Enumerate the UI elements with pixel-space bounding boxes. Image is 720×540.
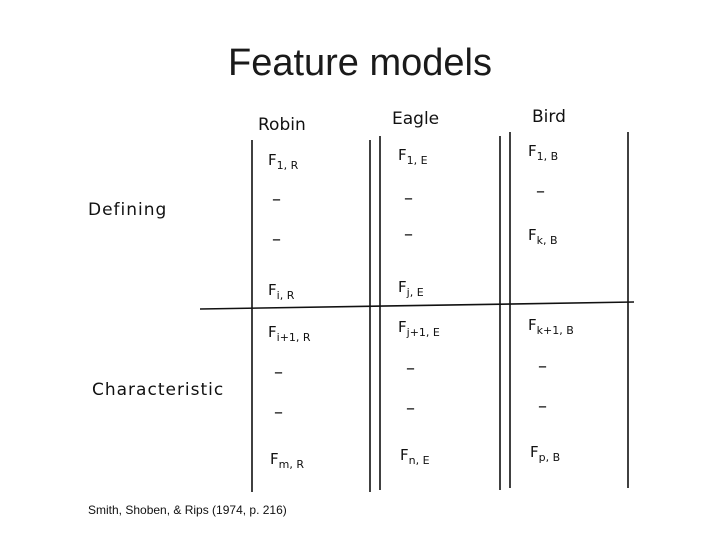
feature-robin-dash-1: – [272, 189, 281, 210]
feature-eagle-dash-2: – [404, 224, 413, 245]
feature-eagle-dash-1: – [404, 188, 413, 209]
feature-bird-1: F1, B [528, 142, 558, 163]
feature-robin-dash-4: – [274, 402, 283, 423]
slide-title: Feature models [227, 42, 492, 84]
feature-robin-m: Fm, R [270, 450, 304, 471]
feature-eagle-j: Fj, E [398, 278, 424, 299]
feature-eagle-1: F1, E [398, 146, 428, 167]
defining-characteristic-divider [199, 301, 635, 310]
feature-bird-k-plus-1: Fk+1, B [528, 316, 574, 337]
feature-eagle-dash-4: – [406, 398, 415, 419]
feature-eagle-n: Fn, E [400, 446, 430, 467]
column-header-robin: Robin [258, 115, 306, 135]
feature-robin-1: F1, R [268, 151, 299, 172]
citation: Smith, Shoben, & Rips (1974, p. 216) [88, 503, 287, 517]
feature-robin-dash-2: – [272, 229, 281, 250]
row-label-defining: Defining [88, 200, 167, 220]
feature-eagle-j-plus-1: Fj+1, E [398, 318, 440, 339]
feature-bird-dash-1: – [536, 181, 545, 202]
feature-robin-dash-3: – [274, 362, 283, 383]
feature-eagle-dash-3: – [406, 358, 415, 379]
feature-bird-p: Fp, B [530, 443, 560, 464]
feature-robin-i-plus-1: Fi+1, R [268, 323, 311, 344]
column-header-bird: Bird [532, 107, 566, 127]
column-header-eagle: Eagle [392, 109, 439, 129]
row-label-characteristic: Characteristic [92, 380, 224, 400]
feature-bird-dash-2: – [538, 356, 547, 377]
feature-robin-i: Fi, R [268, 281, 295, 302]
feature-bird-dash-3: – [538, 396, 547, 417]
feature-bird-k: Fk, B [528, 226, 558, 247]
